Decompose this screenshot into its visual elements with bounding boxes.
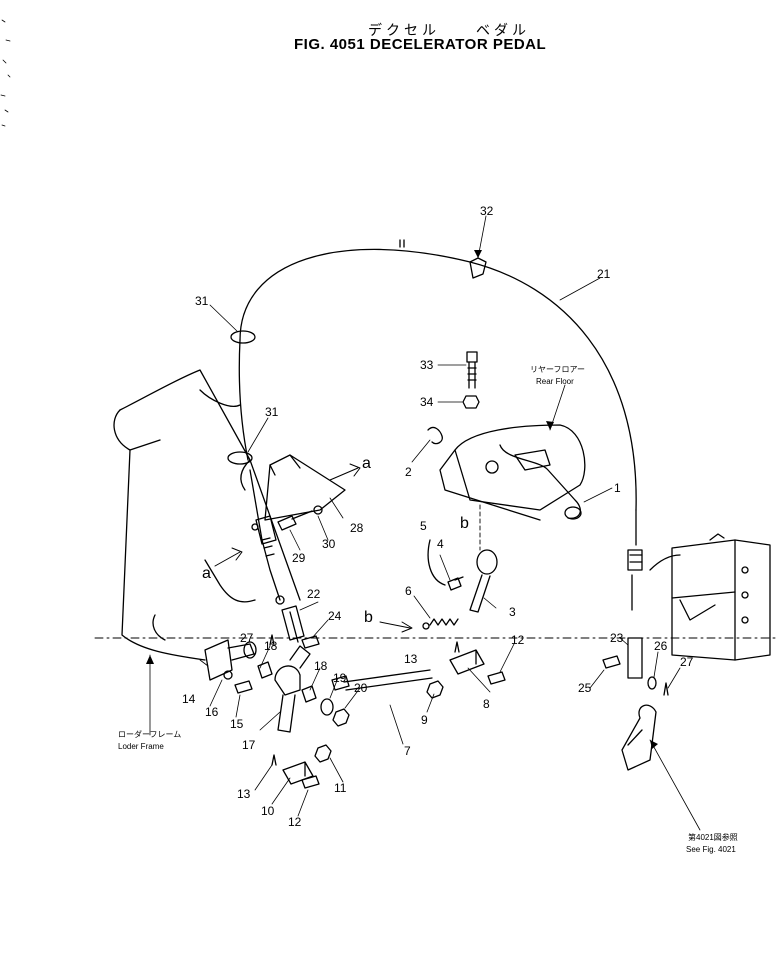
cotter-pin-13-right [454, 641, 460, 653]
cable-clamp-31-upper [230, 330, 256, 344]
spring-6 [429, 618, 459, 626]
callout-13-right: 13 [404, 652, 418, 666]
view-marker-b-upper: b [460, 515, 469, 532]
callout-18-lower: 18 [314, 659, 328, 673]
rod-7 [331, 669, 433, 691]
pin-2 [427, 426, 443, 445]
callout-18-upper: 18 [264, 639, 278, 653]
callout-27-right: 27 [680, 655, 694, 669]
cotter-pin-13-left [271, 754, 277, 766]
washer-19 [320, 698, 334, 716]
arrowheads [146, 250, 658, 749]
view-arrows [214, 463, 413, 633]
callout-4: 4 [437, 537, 444, 551]
nut-20 [332, 708, 350, 727]
cable-end-right [621, 509, 657, 771]
cable-end-left [249, 469, 285, 605]
clip-32 [469, 257, 487, 279]
callout-31-upper: 31 [195, 294, 209, 308]
callout-1: 1 [614, 481, 621, 495]
cotter-pin-27-right [663, 682, 669, 696]
callout-8: 8 [483, 697, 490, 711]
leader-lines [149, 215, 701, 831]
pin-12-right [487, 671, 506, 685]
callout-23: 23 [610, 631, 624, 645]
callout-20: 20 [354, 681, 368, 695]
bolt-4 [447, 576, 464, 591]
figure-title: FIG. 4051 DECELERATOR PEDAL [294, 36, 547, 53]
yoke-10 [282, 761, 314, 785]
wire-5 [427, 539, 446, 586]
callout-29: 29 [292, 551, 306, 565]
callout-10: 10 [261, 804, 275, 818]
washer-30 [313, 505, 323, 515]
view-marker-a-lower: a [202, 565, 211, 582]
note-loader-frame-jp: ローダーフレーム [118, 729, 181, 739]
callout-25: 25 [578, 681, 592, 695]
bracket-14 [204, 639, 257, 681]
cable-end-22 [281, 605, 305, 643]
washer-26 [647, 676, 657, 690]
callout-22: 22 [307, 587, 321, 601]
note-rear-floor-en: Rear Floor [536, 377, 574, 386]
link-3 [469, 504, 498, 613]
callout-19: 19 [333, 671, 347, 685]
bolt-15 [234, 680, 253, 694]
callout-13-left: 13 [237, 787, 251, 801]
callout-5: 5 [420, 519, 427, 533]
callout-7: 7 [404, 744, 411, 758]
yoke-8 [449, 649, 485, 675]
callout-16: 16 [205, 705, 219, 719]
cable-clamp-31-lower [227, 451, 253, 465]
callout-21: 21 [597, 267, 611, 281]
callout-14: 14 [182, 692, 196, 706]
callout-27-left: 27 [240, 631, 254, 645]
bushing-18-upper [257, 661, 273, 679]
callout-12-left: 12 [288, 815, 302, 829]
nut-11 [314, 744, 332, 763]
nut-34 [462, 395, 480, 409]
bracket-28 [251, 454, 346, 531]
callout-32: 32 [480, 204, 494, 218]
callout-28: 28 [350, 521, 364, 535]
bolt-33 [466, 351, 478, 389]
callout-12-right: 12 [511, 633, 525, 647]
washer-16 [223, 670, 233, 680]
callout-24: 24 [328, 609, 342, 623]
right-bracket [649, 533, 771, 661]
pin-12-left [301, 775, 320, 789]
nut-9 [426, 680, 444, 699]
callout-30: 30 [322, 537, 336, 551]
callout-17: 17 [242, 738, 256, 752]
view-marker-a-upper: a [362, 455, 371, 472]
callout-6: 6 [405, 584, 412, 598]
control-cable [239, 248, 637, 511]
callout-11: 11 [334, 781, 347, 795]
note-loader-frame-en: Loder Frame [118, 742, 164, 751]
bolt-29 [277, 510, 313, 531]
lever-17 [274, 645, 311, 733]
note-see-fig-en: See Fig. 4021 [686, 845, 736, 854]
bushing-18-lower [301, 685, 317, 703]
pin-24 [301, 635, 320, 649]
bolt-25 [602, 655, 621, 669]
callout-31-lower: 31 [265, 405, 279, 419]
note-see-fig-jp: 第4021図参照 [688, 832, 738, 842]
callout-34: 34 [420, 395, 434, 409]
note-rear-floor-jp: リヤーフロアー [530, 365, 585, 374]
callout-26: 26 [654, 639, 668, 653]
callout-33: 33 [420, 358, 434, 372]
callout-9: 9 [421, 713, 428, 727]
cotter-pin-27-left [269, 634, 275, 646]
pedal-assembly [439, 424, 586, 521]
scan-noise [0, 19, 11, 127]
title-japanese: デクセル ベダル [368, 23, 530, 39]
callout-3: 3 [509, 605, 516, 619]
callout-15: 15 [230, 717, 244, 731]
callout-2: 2 [405, 465, 412, 479]
view-marker-b-lower: b [364, 609, 373, 626]
loader-frame [113, 369, 301, 661]
